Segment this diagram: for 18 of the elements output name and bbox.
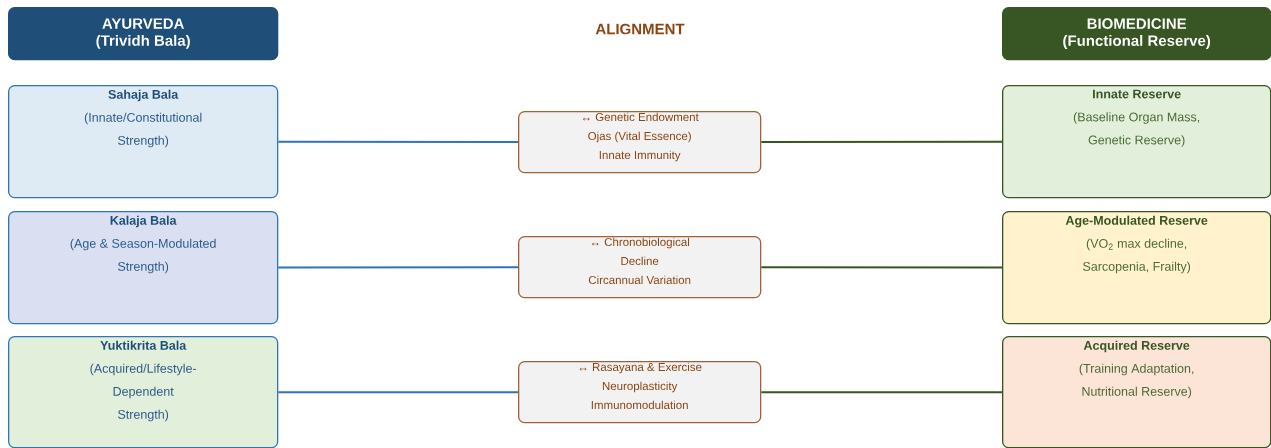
- category-box: Innate Reserve (Baseline Organ Mass, Genetic Reserve): [1002, 85, 1271, 199]
- category-box: Acquired Reserve (Training Adaptation, Nutritional Reserve): [1002, 336, 1271, 448]
- header-box: AYURVEDA (Trividh Bala): [8, 7, 279, 61]
- column-heading: ALIGNMENT: [595, 23, 685, 35]
- header-box: BIOMEDICINE (Functional Reserve): [1002, 7, 1271, 61]
- connector-line: [277, 266, 519, 269]
- category-box: Sahaja Bala (Innate/Constitutional Strength): [8, 85, 279, 199]
- category-box: Age-Modulated Reserve (VO$_{2}$ max decline, Sarcopenia, Frailty): [1002, 211, 1271, 325]
- alignment-box: ↔ Genetic Endowment Ojas (Vital Essence) Innate Immunity: [518, 111, 762, 174]
- alignment-box: ↔ Chronobiological Decline Circannual Variation: [518, 236, 762, 299]
- alignment-box: ↔ Rasayana & Exercise Neuroplasticity Immunomodulation: [518, 361, 762, 424]
- connector-line: [277, 391, 519, 394]
- connector-line: [760, 266, 1003, 269]
- connector-line: [760, 140, 1003, 144]
- category-box: Yuktikrita Bala (Acquired/Lifestyle-Dependent Strength): [8, 336, 279, 448]
- category-box: Kalaja Bala (Age & Season-Modulated Strength): [8, 211, 279, 325]
- connector-line: [277, 140, 519, 144]
- connector-line: [760, 391, 1003, 394]
